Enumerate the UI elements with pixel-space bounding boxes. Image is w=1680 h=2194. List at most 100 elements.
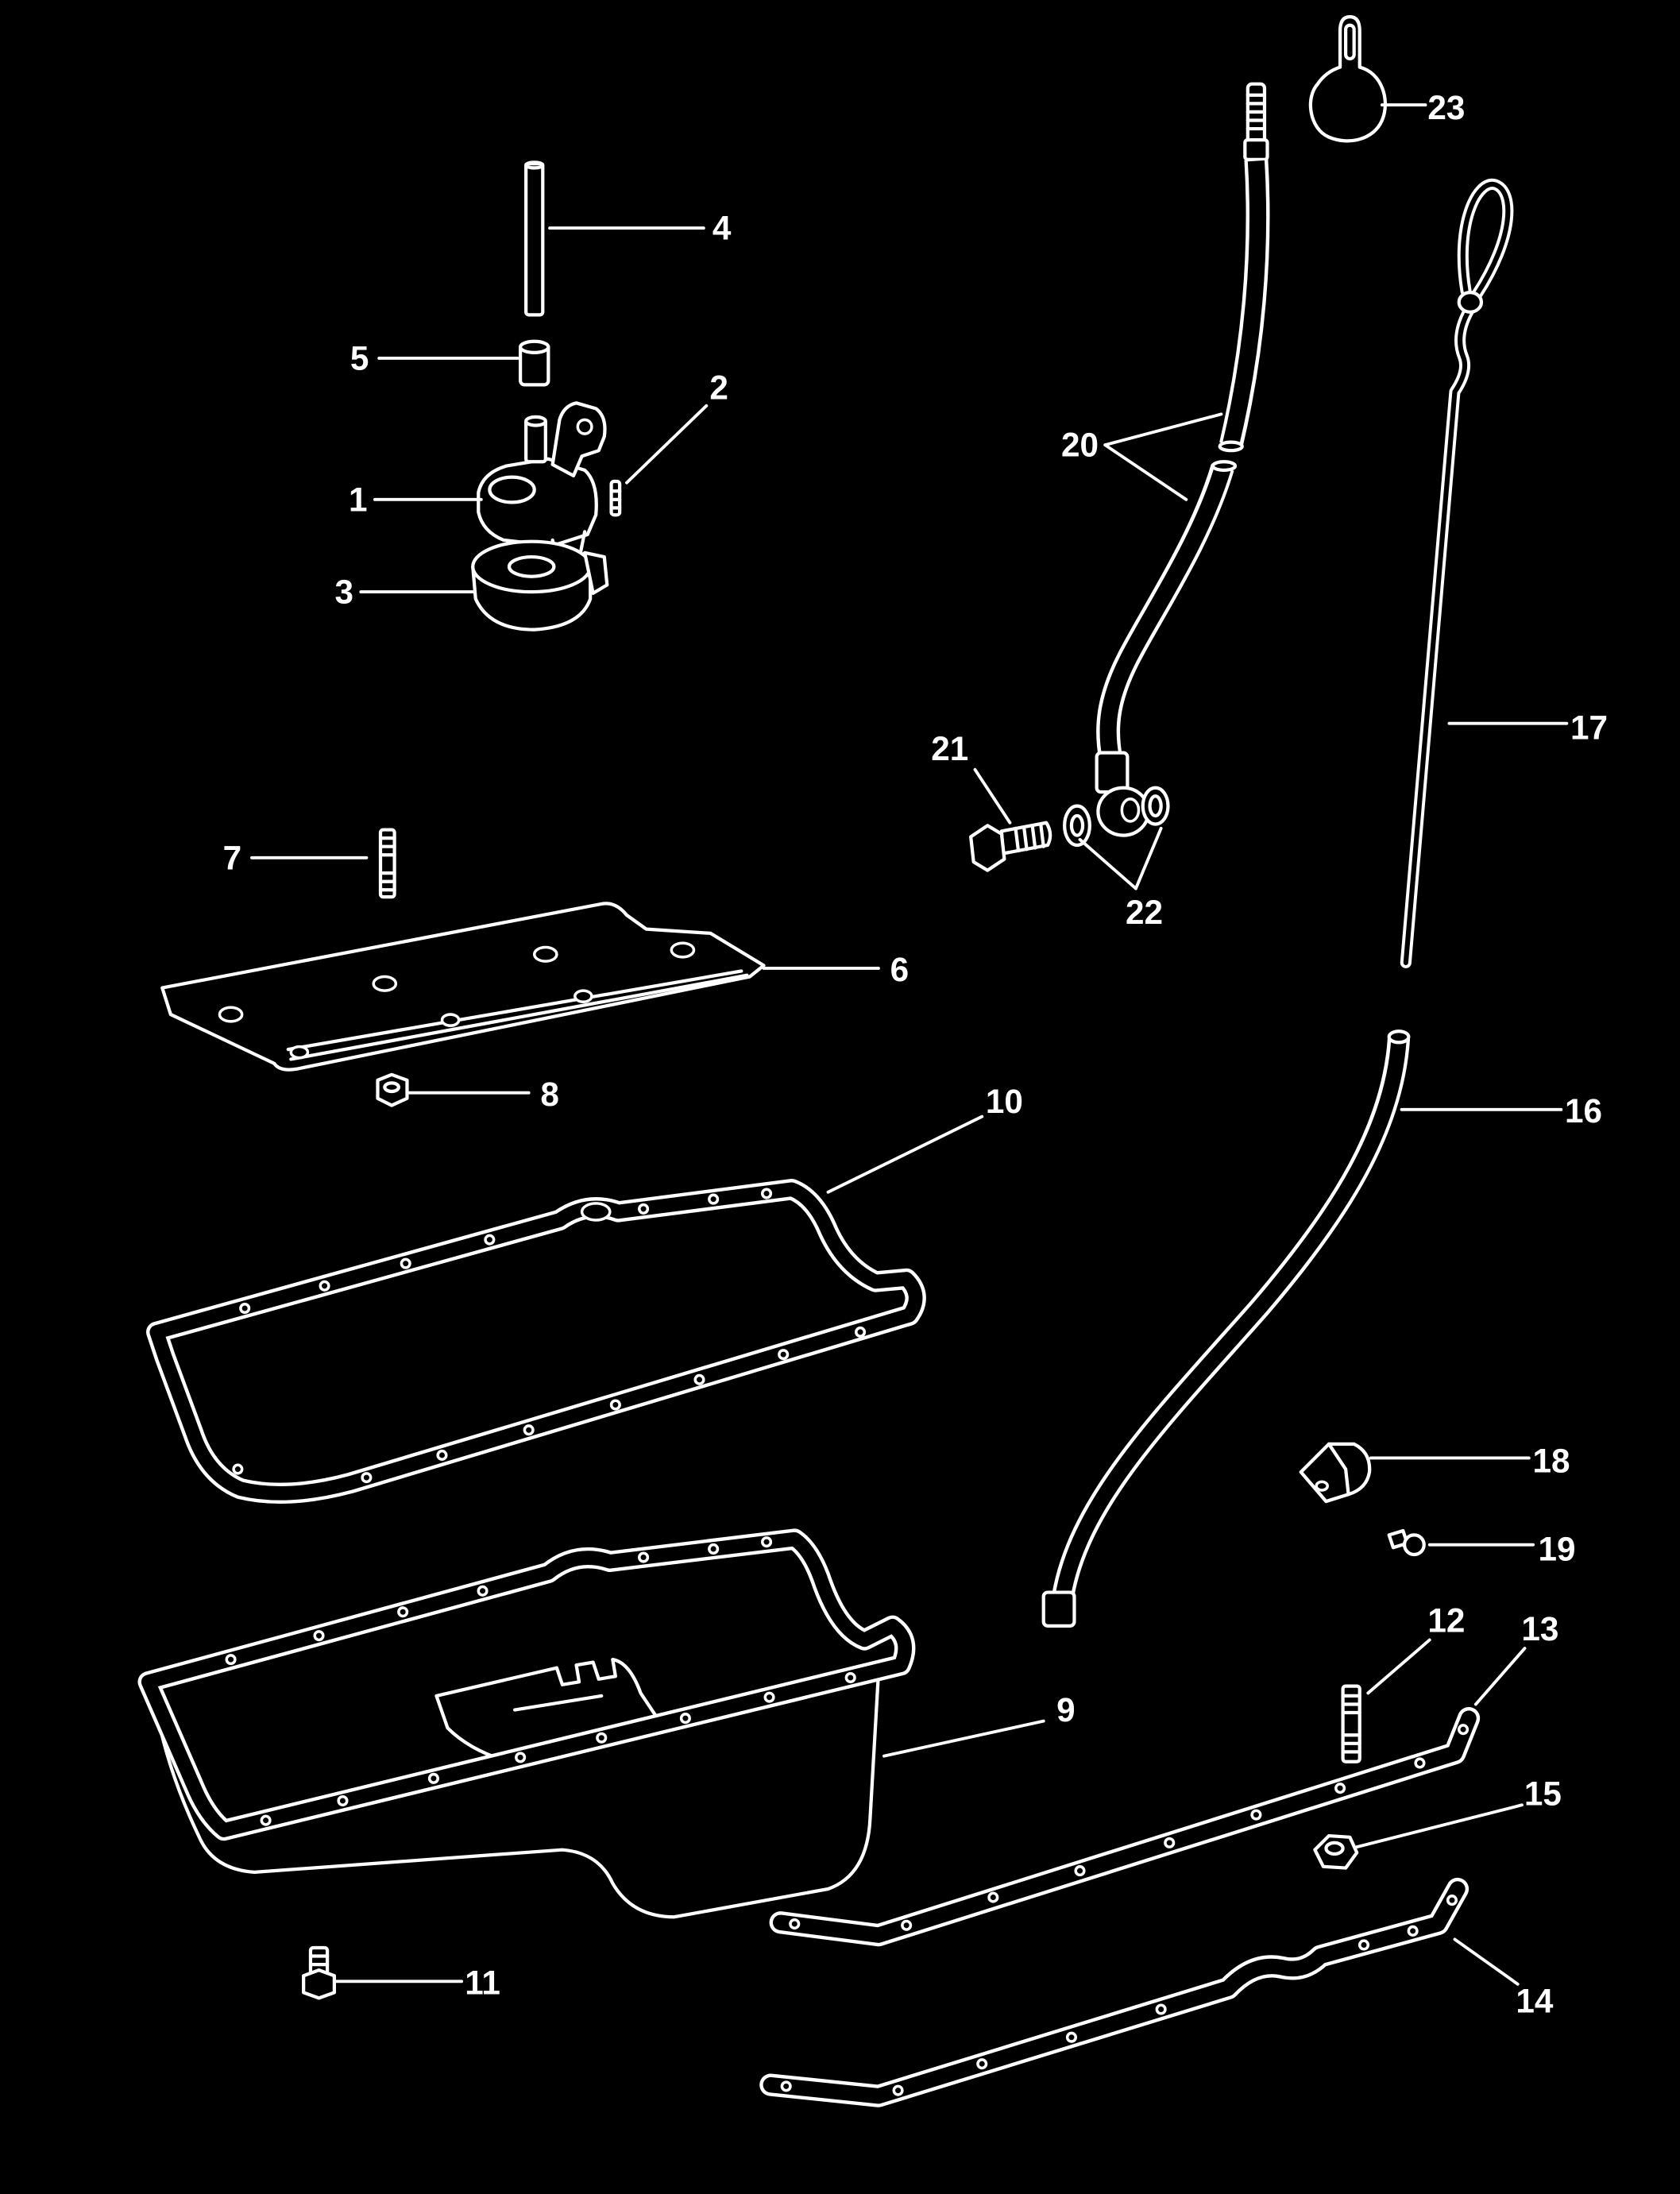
callout-label-13: 13 xyxy=(1521,1610,1558,1647)
hole xyxy=(580,1202,612,1222)
callout-label-6: 6 xyxy=(890,951,910,988)
hole xyxy=(313,1630,325,1642)
screen-bracket xyxy=(582,550,609,595)
tube-inner xyxy=(1055,1039,1407,1597)
part-14-side-gasket xyxy=(759,1877,1470,2107)
tube-collar xyxy=(1243,138,1269,161)
hole xyxy=(638,1551,650,1563)
dipstick-blade-inner xyxy=(1403,307,1472,965)
tag-slot xyxy=(1344,23,1356,61)
callout-label-7: 7 xyxy=(223,839,242,876)
gasket-outline xyxy=(759,1877,1470,2107)
washer-left-hole xyxy=(1069,813,1085,837)
hole xyxy=(1334,1783,1346,1794)
part-21-bolt xyxy=(969,821,1052,872)
pump-cover xyxy=(488,475,536,504)
hole xyxy=(1155,2003,1167,2015)
hole xyxy=(1407,1925,1419,1937)
hole xyxy=(708,1193,720,1205)
hole xyxy=(436,1449,448,1461)
deflector-lip xyxy=(286,969,749,1061)
gasket-inner xyxy=(763,1881,1466,2104)
callout-label-1: 1 xyxy=(349,481,368,518)
hole xyxy=(1358,1939,1370,1951)
callout-label-4: 4 xyxy=(713,210,732,247)
part-1-oil-pump xyxy=(477,401,607,559)
hole xyxy=(532,945,558,963)
hole xyxy=(427,1772,439,1784)
gasket-outline xyxy=(769,1707,1481,1947)
hole xyxy=(239,1302,251,1315)
leader-line-13 xyxy=(1473,1647,1527,1706)
washer-right xyxy=(1141,786,1170,826)
part-8-nut xyxy=(376,1072,409,1107)
hole xyxy=(397,1606,409,1618)
callout-label-10: 10 xyxy=(986,1083,1023,1120)
tube-outline xyxy=(1052,1037,1411,1597)
callout-label-12: 12 xyxy=(1427,1601,1465,1639)
hole xyxy=(574,989,593,1003)
bushing-top xyxy=(518,339,550,355)
washer-left xyxy=(1063,804,1091,848)
tube-top-end xyxy=(1387,1029,1411,1045)
pump-flange-hole xyxy=(576,418,593,435)
hole xyxy=(761,1188,773,1199)
stud-threads xyxy=(1341,1694,1361,1754)
hole xyxy=(708,1543,720,1555)
hole xyxy=(232,1463,244,1475)
bolt-head xyxy=(969,824,1006,872)
hole xyxy=(337,1794,349,1807)
pump-outlet-arm xyxy=(550,401,607,478)
hole xyxy=(1065,2031,1077,2043)
pin-grooves xyxy=(609,489,622,510)
callout-label-17: 17 xyxy=(1570,709,1608,746)
hole xyxy=(484,1234,496,1246)
callout-label-9: 9 xyxy=(1056,1691,1076,1729)
leader-lines xyxy=(250,103,1569,1986)
lower-tube-inner xyxy=(1099,466,1231,759)
hole xyxy=(218,1006,244,1023)
callout-label-5: 5 xyxy=(350,339,369,377)
tube-end xyxy=(524,160,545,170)
hole xyxy=(976,2058,988,2070)
hole xyxy=(1414,1757,1426,1769)
stud-threads xyxy=(378,836,396,892)
clip-hole xyxy=(1315,1480,1329,1492)
hole xyxy=(693,1373,705,1385)
leader-line-15 xyxy=(1355,1803,1524,1849)
hole xyxy=(1457,1724,1470,1736)
hole xyxy=(778,1349,790,1361)
callout-label-15: 15 xyxy=(1524,1775,1562,1813)
callout-label-11: 11 xyxy=(465,1964,500,2002)
part-2-pin xyxy=(609,479,622,517)
part-15-nut xyxy=(1313,1833,1359,1870)
leader-line-20b xyxy=(1103,443,1188,501)
pump-body xyxy=(477,457,598,548)
hole xyxy=(1164,1837,1176,1848)
part-6-deflector xyxy=(160,902,766,1072)
hole xyxy=(1074,1865,1086,1877)
callout-label-16: 16 xyxy=(1565,1092,1602,1130)
hole xyxy=(763,1691,775,1703)
part-5-bushing xyxy=(518,339,550,387)
leader-line-2 xyxy=(625,404,709,485)
part-19-screw xyxy=(1387,1528,1426,1557)
hole xyxy=(400,1257,411,1269)
part-9-oil-pan xyxy=(137,1528,916,1919)
hole xyxy=(844,1671,856,1684)
leader-line-10 xyxy=(826,1114,984,1194)
part-13-side-gasket xyxy=(769,1707,1481,1947)
hole xyxy=(225,1654,237,1666)
hole xyxy=(361,1472,373,1484)
washer-right-hole xyxy=(1148,794,1163,818)
gasket-inner xyxy=(772,1710,1477,1943)
bolt-threads xyxy=(1014,822,1045,853)
callout-label-20: 20 xyxy=(1061,427,1099,464)
part-16-tube xyxy=(1041,1029,1411,1628)
tube-fitting-collar xyxy=(1095,751,1130,794)
nut-bore xyxy=(383,1081,401,1094)
tube-bottom-cap xyxy=(1041,1590,1076,1628)
hole xyxy=(780,2080,792,2092)
clip-fold xyxy=(1327,1442,1350,1497)
